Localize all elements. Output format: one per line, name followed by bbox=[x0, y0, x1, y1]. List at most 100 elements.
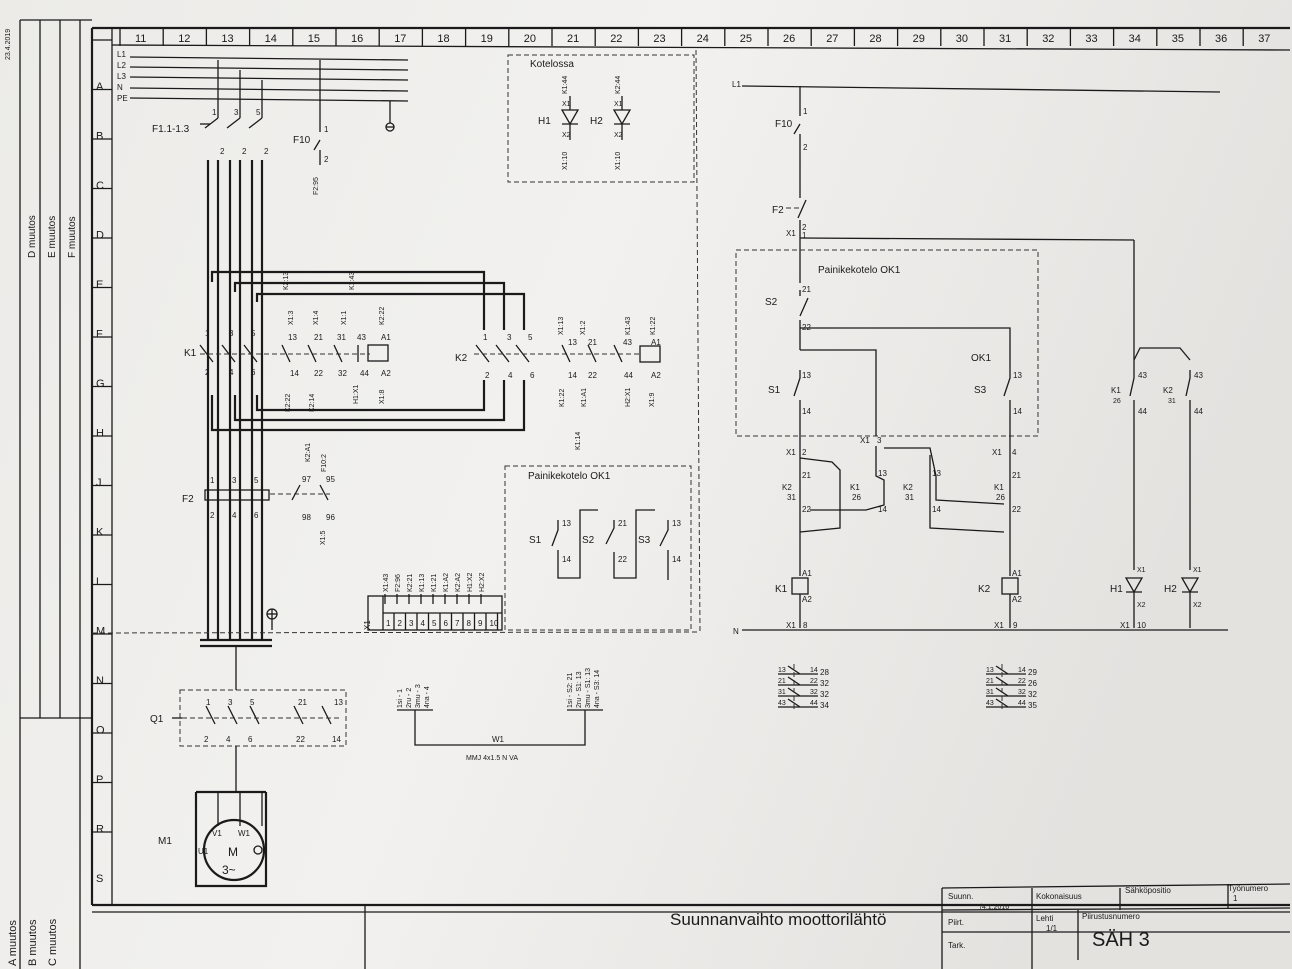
svg-text:A2: A2 bbox=[1012, 595, 1022, 604]
svg-text:2: 2 bbox=[803, 143, 808, 152]
svg-text:X1:2: X1:2 bbox=[580, 320, 587, 335]
svg-text:14: 14 bbox=[878, 505, 887, 514]
control-circuit: L1 F10 1 2 F2 X1 2 1 Painikekotelo OK1 S… bbox=[732, 80, 1228, 636]
svg-text:22: 22 bbox=[296, 735, 305, 744]
svg-text:22: 22 bbox=[810, 678, 818, 685]
row-letter: M bbox=[96, 626, 105, 638]
column-number: 11 bbox=[135, 33, 146, 45]
svg-text:K1:22: K1:22 bbox=[559, 389, 566, 407]
svg-text:1: 1 bbox=[324, 125, 329, 134]
svg-text:44: 44 bbox=[810, 700, 818, 707]
row-letter: H bbox=[96, 428, 104, 440]
svg-text:N: N bbox=[733, 627, 739, 636]
column-number: 29 bbox=[913, 33, 925, 45]
column-number: 26 bbox=[783, 33, 795, 45]
fuse-f1: F1.1-1.3 1 3 5 2 2 2 bbox=[152, 108, 269, 156]
svg-text:K1:14: K1:14 bbox=[575, 432, 582, 450]
svg-text:K1:44: K1:44 bbox=[562, 76, 569, 94]
svg-text:21: 21 bbox=[588, 338, 597, 347]
svg-text:3: 3 bbox=[507, 333, 512, 342]
svg-text:K2: K2 bbox=[455, 353, 468, 364]
column-number: 33 bbox=[1085, 33, 1097, 45]
svg-text:H1: H1 bbox=[538, 116, 551, 127]
three-phase-conductors bbox=[200, 160, 278, 648]
svg-text:13: 13 bbox=[288, 333, 297, 342]
svg-text:L1: L1 bbox=[117, 50, 126, 59]
motor-m1: M1 V1 W1 U1 M 3~ bbox=[158, 746, 268, 888]
column-number: 17 bbox=[394, 33, 406, 45]
svg-text:1si - 1: 1si - 1 bbox=[397, 689, 404, 708]
svg-text:13: 13 bbox=[932, 469, 941, 478]
svg-text:3: 3 bbox=[228, 698, 233, 707]
svg-text:32: 32 bbox=[338, 369, 347, 378]
svg-text:X2: X2 bbox=[614, 132, 623, 139]
svg-text:14: 14 bbox=[332, 735, 341, 744]
column-number: 31 bbox=[999, 33, 1011, 45]
svg-text:Q1: Q1 bbox=[150, 714, 164, 725]
svg-text:S2: S2 bbox=[582, 535, 595, 546]
svg-text:14: 14 bbox=[672, 555, 681, 564]
column-number: 22 bbox=[610, 33, 622, 45]
svg-text:21: 21 bbox=[298, 698, 307, 707]
svg-text:Piirustusnumero: Piirustusnumero bbox=[1082, 912, 1140, 921]
svg-text:OK1: OK1 bbox=[971, 353, 991, 364]
column-number: 25 bbox=[740, 33, 752, 45]
svg-text:5: 5 bbox=[256, 108, 261, 117]
svg-text:X1: X1 bbox=[994, 621, 1004, 630]
svg-text:F10: F10 bbox=[293, 135, 311, 146]
svg-text:Lehti: Lehti bbox=[1036, 914, 1054, 923]
svg-text:MMJ 4x1.5 N VA: MMJ 4x1.5 N VA bbox=[466, 755, 518, 762]
svg-text:44: 44 bbox=[1138, 407, 1147, 416]
svg-text:W1: W1 bbox=[492, 735, 505, 744]
svg-text:Painikekotelo OK1: Painikekotelo OK1 bbox=[818, 265, 901, 276]
svg-text:5: 5 bbox=[251, 329, 256, 338]
svg-text:1: 1 bbox=[802, 231, 807, 240]
svg-text:E muutos: E muutos bbox=[47, 216, 58, 258]
row-letter: F bbox=[96, 329, 103, 341]
cable-w1: 1si - 1 2ru - 2 3mu - 3 4na - 4 1si - S2… bbox=[397, 668, 603, 762]
svg-text:29: 29 bbox=[1028, 668, 1037, 677]
svg-text:K1: K1 bbox=[850, 483, 860, 492]
strip-number: 5 bbox=[432, 619, 437, 628]
svg-text:3: 3 bbox=[229, 329, 234, 338]
svg-text:F muutos: F muutos bbox=[67, 216, 78, 258]
row-letter: R bbox=[96, 824, 104, 836]
svg-text:14: 14 bbox=[802, 407, 811, 416]
kotelossa-enclosure: Kotelossa H1 H2 K1:44 K2:44 X1 X1 X2 X2 … bbox=[507, 54, 695, 183]
svg-text:3~: 3~ bbox=[222, 863, 236, 877]
column-number: 13 bbox=[221, 33, 233, 45]
svg-text:4: 4 bbox=[508, 371, 513, 380]
svg-text:Suunn.: Suunn. bbox=[948, 892, 973, 901]
svg-text:6: 6 bbox=[251, 368, 256, 377]
row-letter: G bbox=[96, 378, 105, 390]
svg-text:6: 6 bbox=[254, 511, 259, 520]
svg-text:6: 6 bbox=[248, 735, 253, 744]
drawing-frame bbox=[19, 19, 1291, 969]
strip-ref: H1:X2 bbox=[467, 572, 474, 592]
svg-text:K1:43: K1:43 bbox=[625, 317, 632, 335]
svg-text:2ru - S1: 13: 2ru - S1: 13 bbox=[576, 671, 583, 708]
svg-text:14: 14 bbox=[568, 371, 577, 380]
top-date-note: 23.4.2019 bbox=[5, 29, 12, 60]
svg-text:1si - S2: 21: 1si - S2: 21 bbox=[567, 672, 574, 708]
svg-text:K2:A1: K2:A1 bbox=[305, 443, 312, 462]
svg-text:X2: X2 bbox=[1137, 602, 1146, 609]
svg-text:X1:1: X1:1 bbox=[341, 310, 348, 325]
svg-text:4na - S3: 14: 4na - S3: 14 bbox=[594, 670, 601, 708]
column-number: 18 bbox=[437, 33, 449, 45]
svg-text:2: 2 bbox=[242, 147, 247, 156]
svg-text:14: 14 bbox=[810, 667, 818, 674]
field-separator bbox=[91, 631, 701, 634]
main-switch-q1: Q1 1 3 5 21 13 2 4 6 22 14 bbox=[150, 646, 347, 747]
svg-text:13: 13 bbox=[878, 469, 887, 478]
column-number: 15 bbox=[308, 33, 320, 45]
column-number: 24 bbox=[697, 33, 709, 45]
svg-text:13: 13 bbox=[802, 371, 811, 380]
svg-text:X1: X1 bbox=[363, 620, 372, 630]
svg-text:26: 26 bbox=[852, 493, 861, 502]
svg-text:X1: X1 bbox=[1193, 567, 1202, 574]
svg-text:13: 13 bbox=[672, 519, 681, 528]
